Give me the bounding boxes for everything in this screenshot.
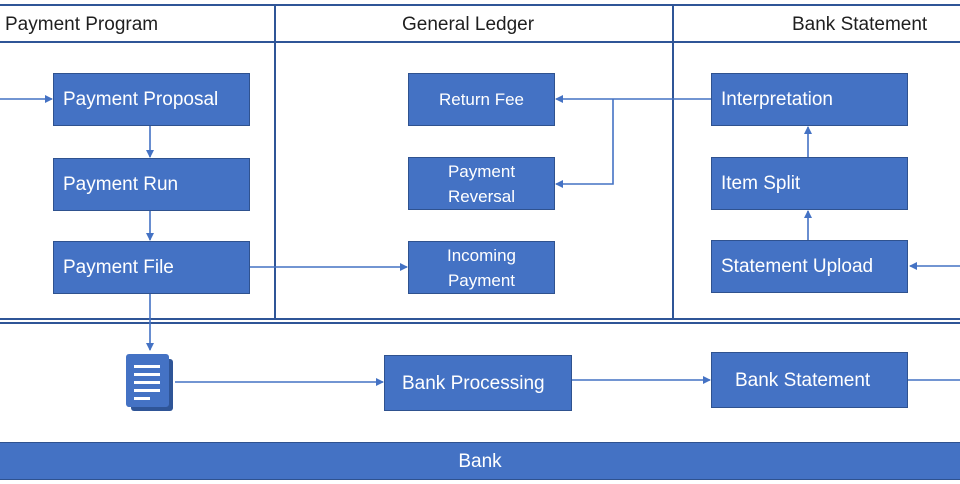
swimlane-frame <box>0 4 960 320</box>
payment-run-label: Payment Run <box>63 174 179 195</box>
incoming-payment-label: Incoming Payment <box>447 245 516 290</box>
interpretation-box[interactable]: Interpretation <box>711 73 908 126</box>
lane-divider-ledger-statement <box>672 4 674 320</box>
incoming-payment-box[interactable]: Incoming Payment <box>408 241 555 294</box>
header-divider <box>0 41 960 43</box>
item-split-box[interactable]: Item Split <box>711 157 908 210</box>
bank-statement-label: Bank Statement <box>735 369 871 391</box>
payment-file-box[interactable]: Payment File <box>53 241 250 294</box>
lane-divider-payment-ledger <box>274 4 276 320</box>
general-ledger-header: General Ledger <box>402 14 535 35</box>
return-fee-label: Return Fee <box>438 90 525 109</box>
interpretation-label: Interpretation <box>721 89 833 110</box>
document-icon <box>126 354 173 411</box>
payment-proposal-box[interactable]: Payment Proposal <box>53 73 250 126</box>
payment-file-label: Payment File <box>63 257 174 278</box>
bank-statement-box[interactable]: Bank Statement <box>711 352 908 408</box>
payment-program-header: Payment Program <box>5 14 159 35</box>
payment-run-box[interactable]: Payment Run <box>53 158 250 211</box>
item-split-label: Item Split <box>721 173 801 194</box>
bank-processing-box[interactable]: Bank Processing <box>384 355 572 411</box>
payment-proposal-label: Payment Proposal <box>63 89 219 110</box>
statement-upload-box[interactable]: Statement Upload <box>711 240 908 293</box>
bank-lane-top-border <box>0 322 960 324</box>
bank-processing-label: Bank Processing <box>402 372 545 394</box>
arrow-interpretation-to-payment-reversal <box>555 99 614 188</box>
payment-reversal-box[interactable]: Payment Reversal <box>408 157 555 210</box>
bank-footer-bar: Bank <box>0 442 960 480</box>
payment-reversal-label: Payment Reversal <box>447 161 516 206</box>
statement-upload-label: Statement Upload <box>721 256 874 277</box>
return-fee-box[interactable]: Return Fee <box>408 73 555 126</box>
bank-statement-header: Bank Statement <box>792 14 928 35</box>
